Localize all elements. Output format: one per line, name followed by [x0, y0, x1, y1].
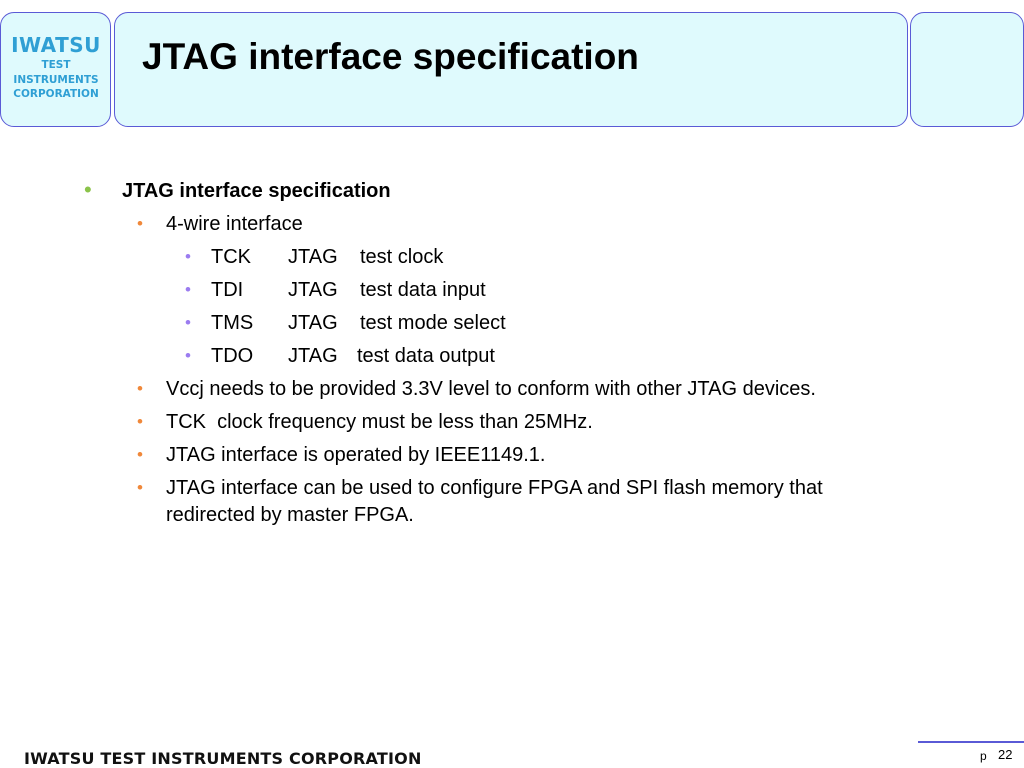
logo-line-2: TEST	[41, 59, 71, 71]
signal-prefix: JTAG	[288, 279, 338, 301]
page-number: 22	[998, 747, 1013, 762]
signal-prefix: JTAG	[288, 312, 338, 334]
list-item: TCK clock frequency must be less than 25…	[166, 411, 593, 433]
content-heading: JTAG interface specification	[122, 180, 391, 202]
logo-panel: IWATSU TEST INSTRUMENTS CORPORATION	[0, 12, 111, 127]
footer-company: IWATSU TEST INSTRUMENTS CORPORATION	[24, 749, 422, 768]
bullet-l2: •	[137, 379, 143, 398]
page-prefix: p	[980, 749, 987, 763]
bullet-l3: •	[185, 247, 191, 266]
signal-desc: test data output	[357, 345, 495, 367]
title-panel	[114, 12, 908, 127]
page-title: JTAG interface specification	[142, 36, 639, 77]
logo-line-3: INSTRUMENTS	[13, 73, 99, 86]
bullet-l2: •	[137, 445, 143, 464]
bullet-l2: •	[137, 214, 143, 233]
right-panel	[910, 12, 1024, 127]
footer-divider	[918, 741, 1024, 743]
signal-desc: test mode select	[360, 312, 506, 334]
list-item: 4-wire interface	[166, 213, 303, 235]
bullet-l2: •	[137, 478, 143, 497]
logo-line-1: IWATSU	[11, 33, 101, 57]
company-logo: IWATSU TEST INSTRUMENTS CORPORATION	[9, 35, 103, 100]
signal-name: TDO	[211, 345, 254, 367]
signal-desc: test clock	[360, 246, 444, 268]
signal-desc: test data input	[360, 279, 486, 301]
bullet-l2: •	[137, 412, 143, 431]
signal-name: TCK	[211, 246, 251, 268]
bullet-l3: •	[185, 280, 191, 299]
list-item: JTAG interface can be used to configure …	[166, 477, 823, 499]
signal-name: TMS	[211, 312, 254, 334]
list-item: JTAG interface is operated by IEEE1149.1…	[166, 444, 546, 466]
bullet-l1: •	[84, 177, 92, 202]
signal-prefix: JTAG	[288, 246, 338, 268]
bullet-l3: •	[185, 346, 191, 365]
bullet-l3: •	[185, 313, 191, 332]
list-item-continuation: redirected by master FPGA.	[166, 504, 414, 526]
list-item: Vccj needs to be provided 3.3V level to …	[166, 378, 816, 400]
logo-line-4: CORPORATION	[13, 88, 99, 100]
signal-name: TDI	[211, 279, 244, 301]
signal-prefix: JTAG	[288, 345, 338, 367]
